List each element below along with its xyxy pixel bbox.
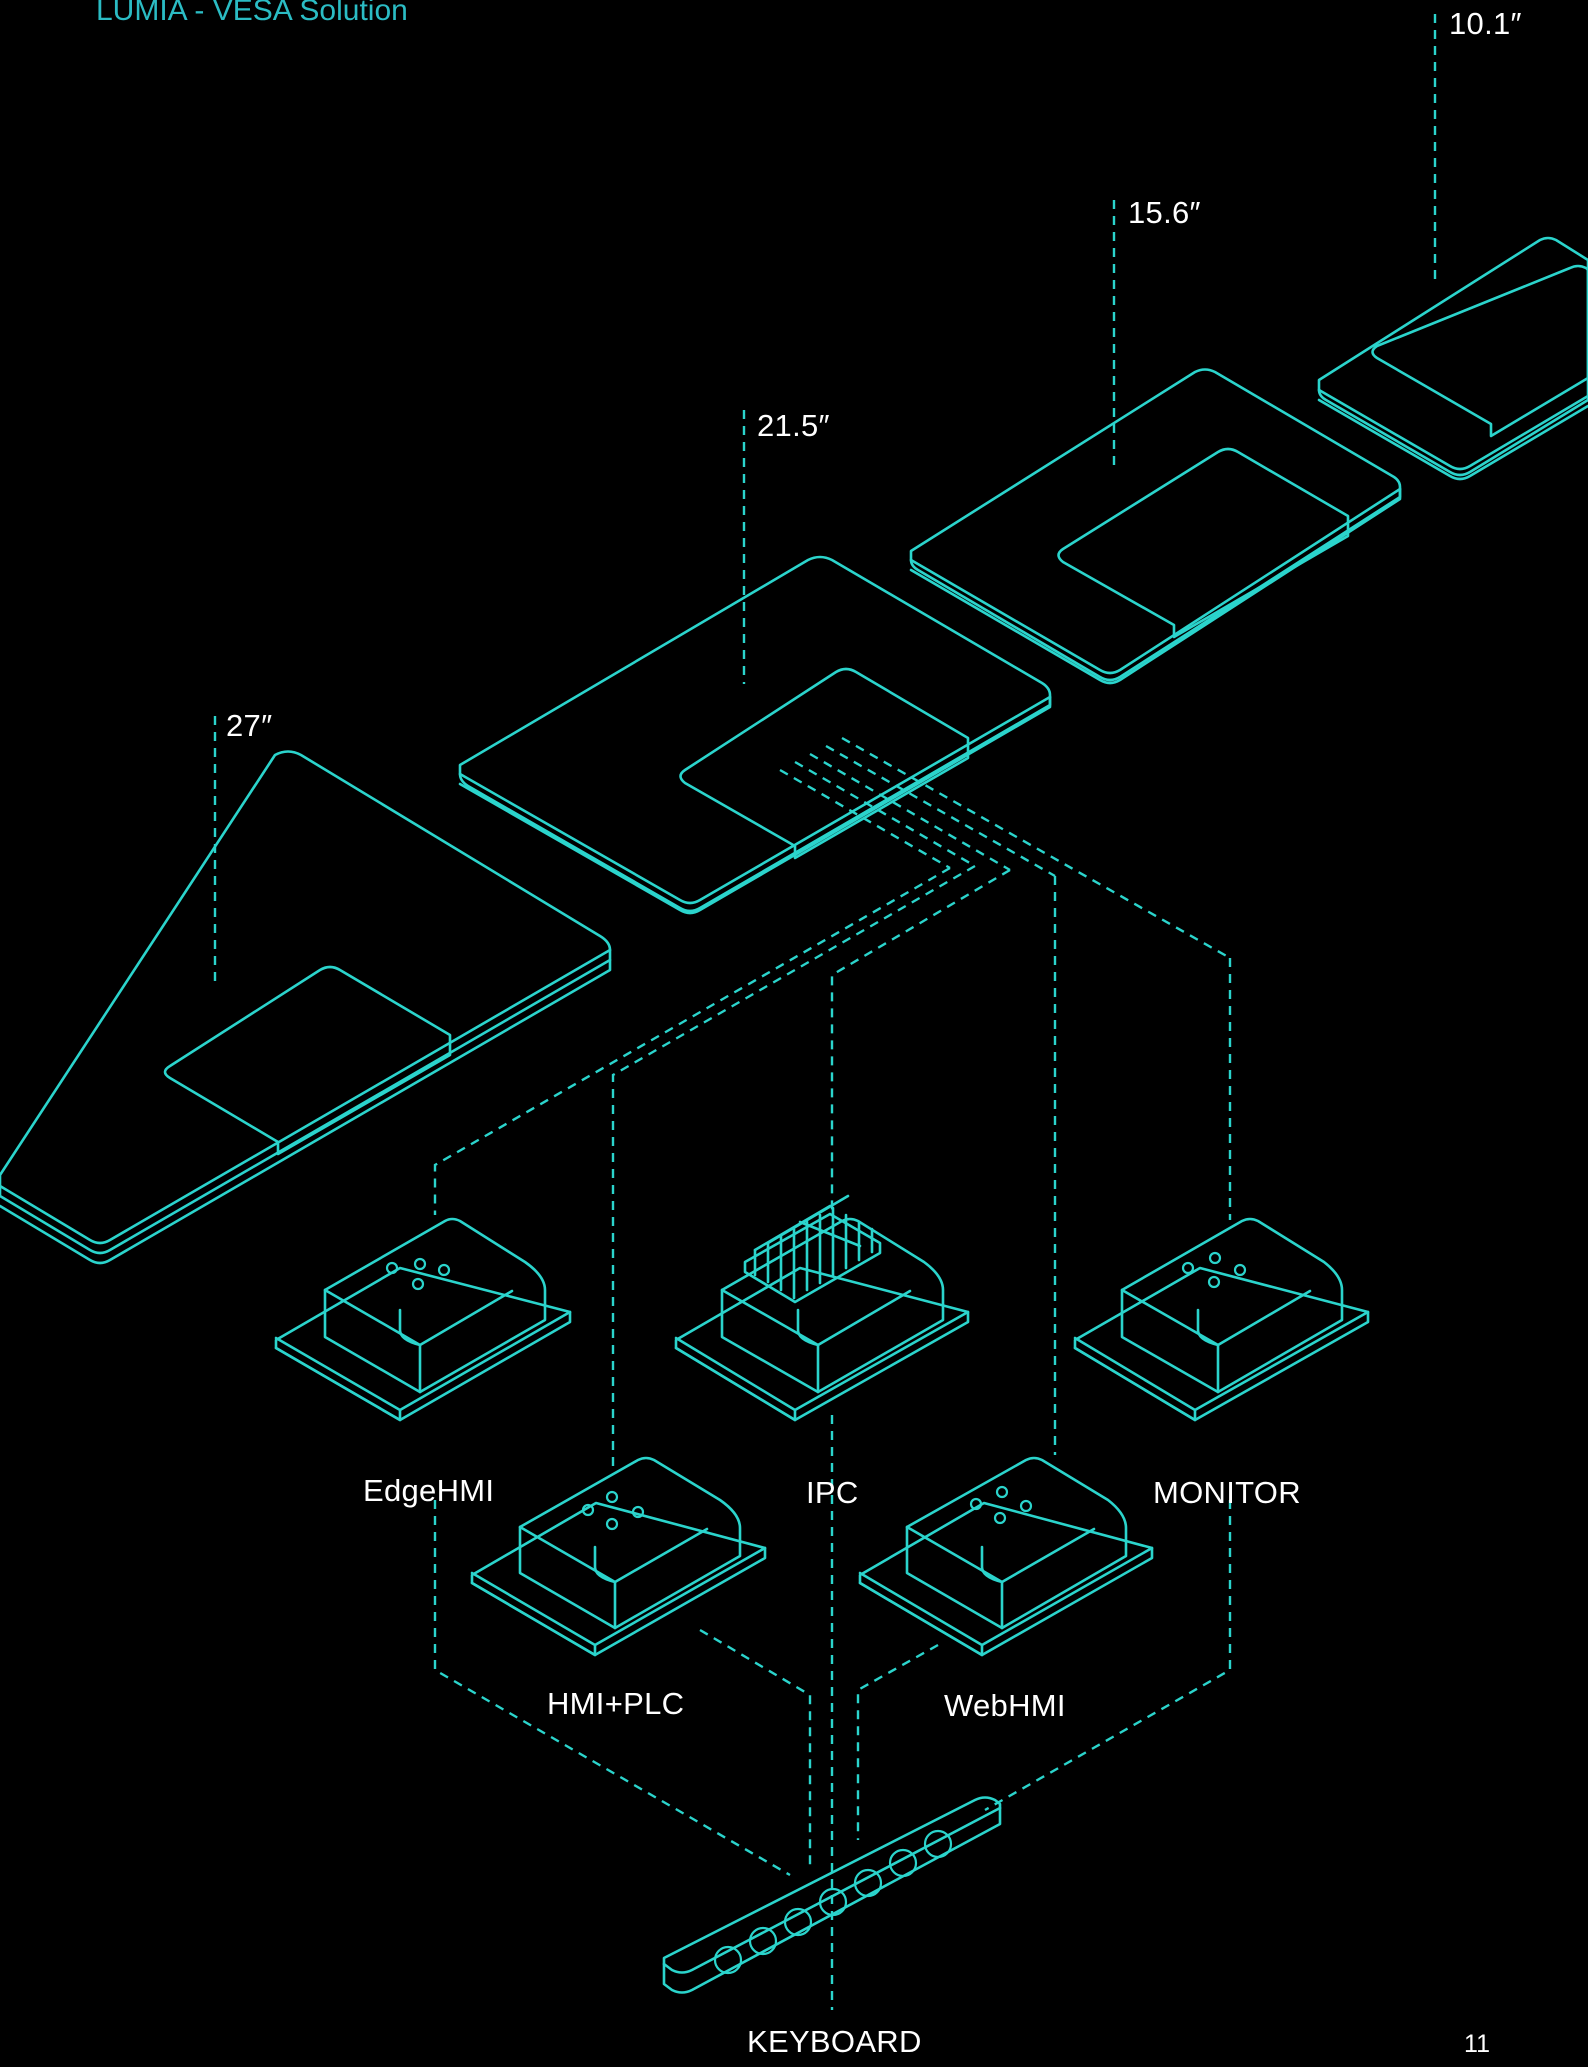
page-title: LUMIA - VESA Solution <box>96 0 408 28</box>
screen-27-panel <box>0 752 610 1264</box>
module-label-edgehmi: EdgeHMI <box>363 1473 494 1509</box>
module-label-monitor: MONITOR <box>1153 1475 1301 1511</box>
screen-size-label-10: 10.1″ <box>1449 6 1522 42</box>
screen-15-panel <box>911 370 1400 684</box>
screen-size-label-27: 27″ <box>226 708 272 744</box>
page-number: 11 <box>1464 2030 1490 2059</box>
webhmi-module <box>860 1458 1152 1655</box>
screen-21-panel <box>460 557 1050 913</box>
module-label-ipc: IPC <box>806 1475 859 1511</box>
module-label-hmi-plc: HMI+PLC <box>547 1686 684 1722</box>
ipc-module <box>676 1196 968 1420</box>
monitor-module <box>1075 1219 1368 1420</box>
screen-size-label-15: 15.6″ <box>1128 195 1201 231</box>
screen-10-panel <box>1319 238 1588 479</box>
keyboard-label: KEYBOARD <box>747 2024 922 2060</box>
screen-size-label-21: 21.5″ <box>757 408 830 444</box>
module-label-webhmi: WebHMI <box>944 1688 1066 1724</box>
connector-lines <box>435 738 1230 2010</box>
edgehmi-module <box>276 1219 570 1420</box>
hmi-plc-module <box>472 1458 765 1655</box>
